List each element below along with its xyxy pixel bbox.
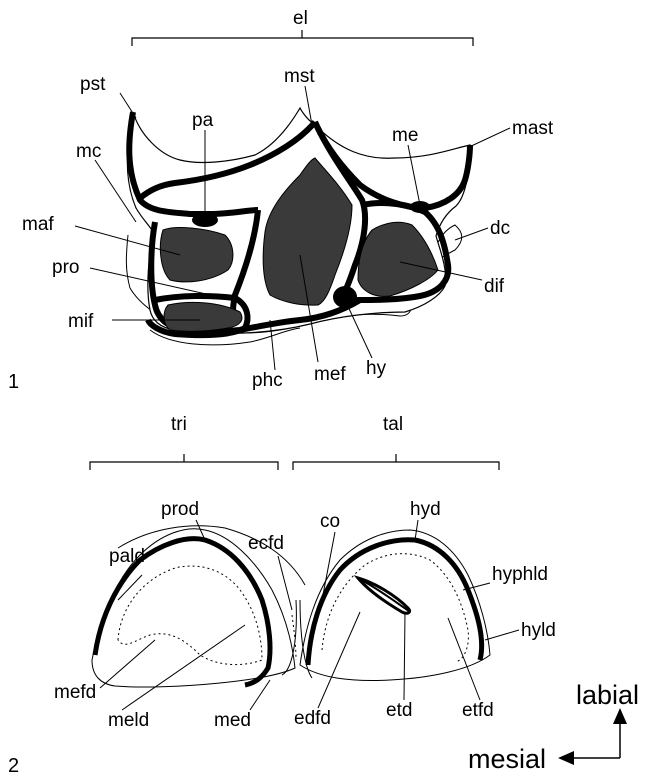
- label-mc: mc: [76, 141, 101, 162]
- label-dif: dif: [484, 276, 505, 297]
- entoconid-line: [358, 578, 410, 612]
- orientation-indicator: labial mesial: [468, 680, 639, 774]
- label-tri: tri: [171, 414, 187, 435]
- label-pst: pst: [80, 74, 106, 95]
- label-co: co: [320, 511, 340, 532]
- bracket-tri: [90, 454, 278, 470]
- label-me: me: [392, 125, 418, 146]
- label-pald: pald: [109, 546, 145, 567]
- panel-number-1: 1: [8, 371, 19, 393]
- label-etfd: etfd: [462, 700, 494, 721]
- label-pro: pro: [52, 257, 79, 278]
- label-mesial: mesial: [468, 744, 546, 774]
- label-labial: labial: [576, 680, 639, 710]
- label-hyphld: hyphld: [492, 564, 548, 585]
- paracone-cusp: [192, 213, 218, 227]
- label-prod: prod: [161, 499, 199, 520]
- mesial-anterior-fossa: [160, 228, 233, 282]
- arrow-up-head: [613, 708, 627, 724]
- label-hyld: hyld: [521, 620, 556, 641]
- trigonid-dotted: [118, 566, 262, 665]
- label-mst: mst: [284, 66, 315, 87]
- bracket-el: [132, 30, 473, 46]
- bracket-tal: [293, 454, 499, 470]
- arrow-left-head: [558, 751, 574, 765]
- label-pa: pa: [192, 110, 214, 131]
- label-edfd: edfd: [294, 708, 331, 729]
- orientation-arrows: [570, 720, 620, 758]
- label-tal: tal: [383, 414, 403, 435]
- label-hyd: hyd: [410, 499, 441, 520]
- label-mef: mef: [314, 364, 346, 385]
- label-hy: hy: [366, 358, 387, 379]
- label-dc: dc: [490, 218, 510, 239]
- label-mast: mast: [512, 118, 554, 139]
- hypocone-cusp: [333, 286, 357, 308]
- panel-1: el: [8, 8, 554, 393]
- label-etd: etd: [386, 700, 412, 721]
- label-maf: maf: [22, 214, 54, 235]
- notch: [282, 600, 312, 678]
- panel-2: tri tal: [8, 414, 556, 776]
- label-mif: mif: [68, 311, 94, 332]
- label-phc: phc: [252, 370, 283, 391]
- panel-number-2: 2: [8, 755, 19, 776]
- label-el: el: [293, 8, 308, 29]
- label-meld: meld: [108, 710, 149, 731]
- label-med: med: [214, 710, 251, 731]
- label-ecfd: ecfd: [248, 533, 284, 554]
- label-mefd: mefd: [54, 682, 96, 703]
